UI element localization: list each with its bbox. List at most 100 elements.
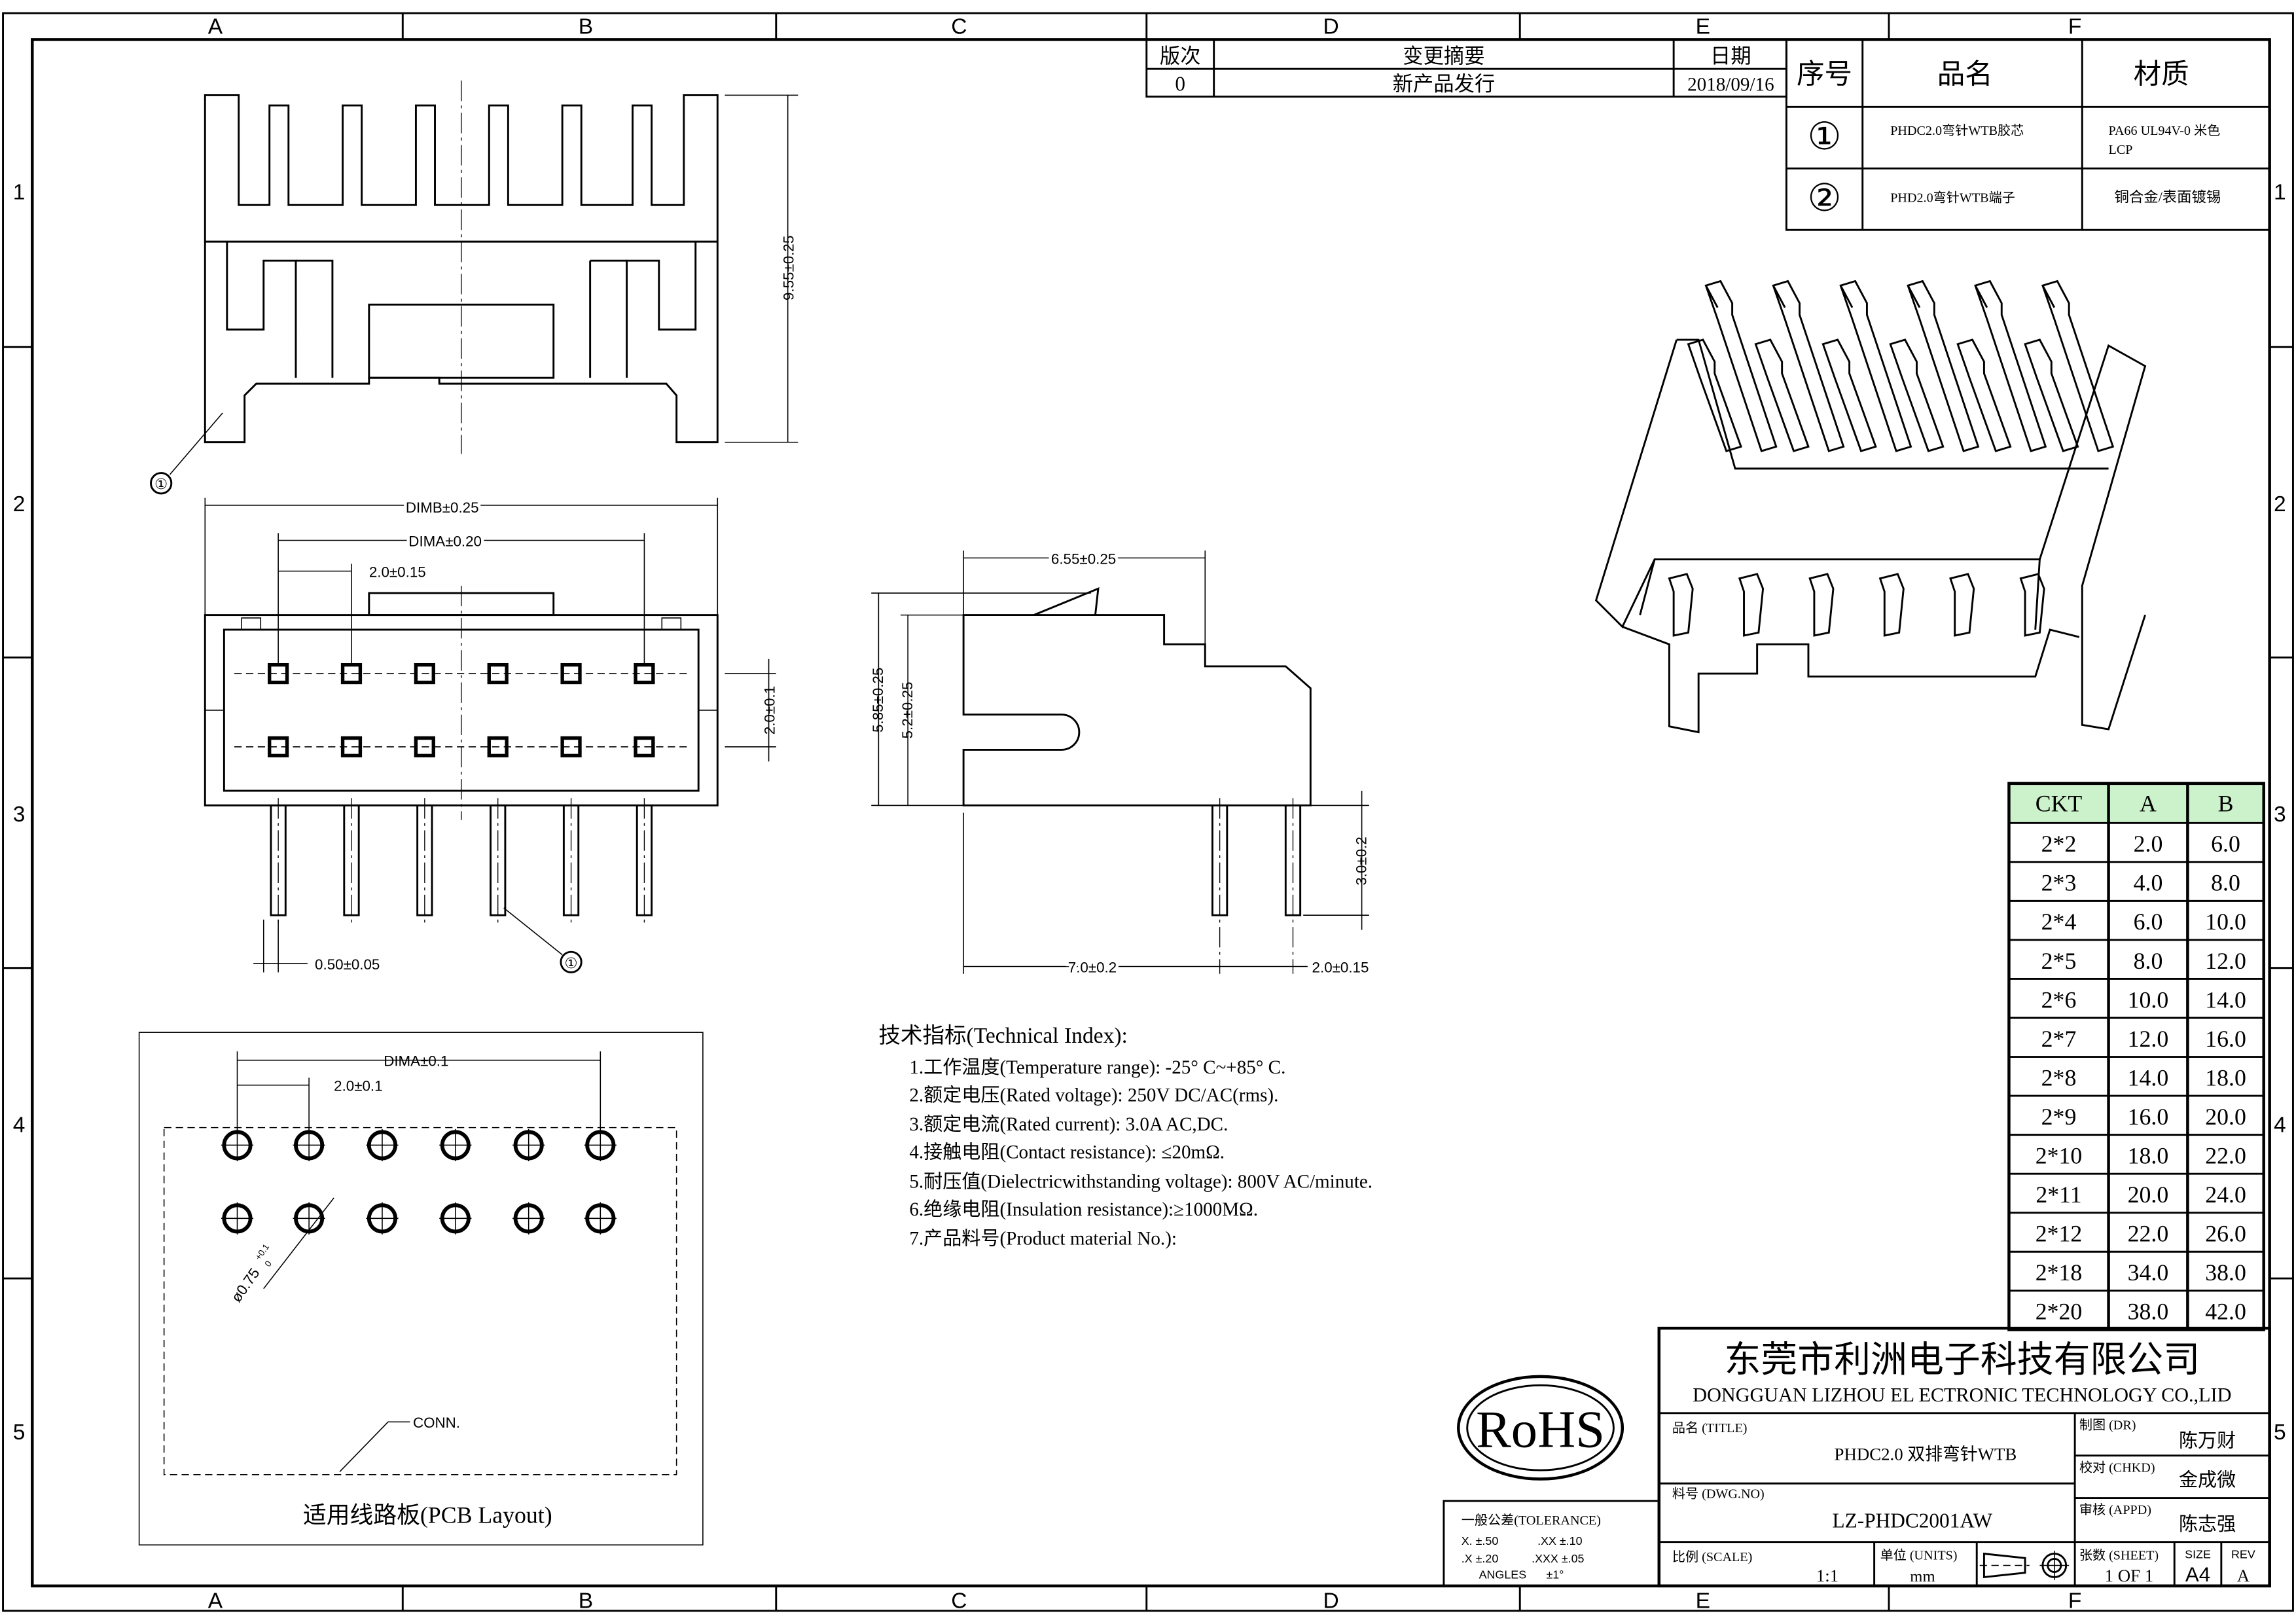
pin-square [487, 662, 509, 685]
dim-height: 9.55±0.25 [781, 236, 797, 300]
pin-grid [268, 662, 655, 926]
pcb-holes [221, 1128, 617, 1235]
iso-pin-bottom [1738, 573, 1765, 637]
row-label: 3 [2274, 803, 2286, 827]
part-name: PHD2.0弯针WTB端子 [1890, 190, 2015, 206]
tech-item: 6.绝缘电阻(Insulation resistance):≥1000MΩ. [909, 1199, 1258, 1220]
iso-pin-rear [1974, 280, 2047, 452]
ckt-cell: 14.0 [2205, 986, 2246, 1013]
company-name-en: DONGGUAN LIZHOU EL ECTRONIC TECHNOLOGY C… [1693, 1384, 2231, 1406]
dim-b: DIMB±0.25 [406, 499, 479, 516]
ckt-cell: 2*10 [2036, 1143, 2083, 1169]
part-number: ② [1807, 177, 1841, 219]
units-label: 单位 (UNITS) [1880, 1548, 1958, 1563]
ckt-cell: 20.0 [2128, 1182, 2169, 1208]
tolerance-title: 一般公差(TOLERANCE) [1462, 1513, 1601, 1528]
units-value: mm [1910, 1568, 1935, 1585]
pin-square [340, 736, 363, 758]
col-label: C [951, 14, 967, 39]
pin-square [560, 736, 582, 758]
tech-item: 5.耐压值(Dielectricwithstanding voltage): 8… [909, 1170, 1372, 1192]
iso-pin-bottom [2019, 573, 2045, 637]
col-label: A [208, 14, 223, 39]
ckt-cell: 4.0 [2134, 870, 2163, 896]
iso-pin-rear [2041, 280, 2115, 452]
row-label: 1 [2274, 180, 2286, 204]
ckt-cell: 16.0 [2205, 1026, 2246, 1052]
dim-base: 7.0±0.2 [1068, 959, 1117, 975]
iso-pin-front [1687, 338, 1742, 452]
tech-item: 7.产品料号(Product material No.): [909, 1228, 1177, 1250]
pin-square [634, 736, 655, 758]
dim-side-pitch: 2.0±0.15 [1312, 959, 1369, 975]
dim-pin-length: 3.0±0.2 [1353, 837, 1369, 885]
iso-pin-front [2024, 338, 2079, 452]
technical-index: 技术指标(Technical Index): 1.工作温度(Temperatur… [878, 1023, 1372, 1250]
parts-header: 序号 [1797, 60, 1852, 90]
ckt-cell: 20.0 [2205, 1104, 2246, 1130]
dim-pitch: 2.0±0.15 [369, 564, 426, 580]
pcb-hole [439, 1202, 472, 1235]
iso-pin-rear [1839, 280, 1912, 452]
iso-pin-bottom [1808, 573, 1835, 637]
iso-pin-rear [1704, 280, 1778, 452]
ckt-cell: 18.0 [2128, 1143, 2169, 1169]
ckt-header: CKT [2036, 790, 2083, 816]
size-value: A4 [2185, 1563, 2210, 1586]
iso-pin-rear [1907, 280, 1980, 452]
ckt-cell: 18.0 [2205, 1064, 2246, 1091]
rev-cell: 0 [1175, 73, 1185, 96]
part-material: LCP [2109, 143, 2133, 157]
company-name-cn: 东莞市利洲电子科技有限公司 [1724, 1340, 2200, 1380]
ckt-cell: 24.0 [2205, 1182, 2246, 1208]
ckt-cell: 10.0 [2205, 909, 2246, 935]
rohs-mark: RoHS [1457, 1375, 1624, 1481]
iso-pin-bottom [1949, 573, 1975, 637]
pin-square [487, 736, 509, 758]
ckt-cell: 38.0 [2128, 1299, 2169, 1325]
iso-pins [1668, 280, 2115, 637]
ckt-cell: 12.0 [2205, 948, 2246, 974]
row-label: 3 [13, 803, 26, 827]
parts-header: 品名 [1937, 60, 1993, 90]
rev-header: 变更摘要 [1403, 45, 1484, 67]
callout-1: ① [154, 476, 168, 492]
approved-by: 陈志强 [2179, 1513, 2236, 1535]
ckt-header: B [2218, 790, 2234, 816]
ckt-cell: 8.0 [2211, 870, 2240, 896]
col-label: A [208, 1589, 223, 1613]
ckt-cell: 22.0 [2205, 1143, 2246, 1169]
ckt-cell: 42.0 [2205, 1299, 2246, 1325]
ckt-cell: 2.0 [2134, 831, 2163, 857]
front-view: DIMB±0.25 DIMA±0.20 2.0±0.15 2.0±0.1 0.5… [204, 497, 778, 973]
rev-value: A [2237, 1566, 2250, 1585]
projection-symbol-icon [1979, 1551, 2070, 1580]
ckt-cell: 2*12 [2036, 1221, 2083, 1247]
checked-by: 金成微 [2179, 1470, 2236, 1491]
scale-value: 1:1 [1816, 1566, 1839, 1585]
col-label: E [1696, 1589, 1710, 1613]
ckt-cell: 2*20 [2036, 1299, 2083, 1325]
side-view: 6.55±0.25 5.85±0.25 5.2±0.25 3.0±0.2 7.0… [870, 548, 1369, 979]
col-label: D [1323, 1589, 1339, 1613]
title-label: 品名 (TITLE) [1672, 1420, 1748, 1435]
pcb-hole-tol: 0 [262, 1259, 274, 1269]
ckt-cell: 22.0 [2128, 1221, 2169, 1247]
tolerance-value: .XX ±.10 [1537, 1534, 1582, 1547]
pcb-hole-dim: ø0.75 [228, 1265, 262, 1305]
pcb-hole [439, 1128, 472, 1162]
ckt-cell: 12.0 [2128, 1026, 2169, 1052]
size-label: SIZE [2185, 1547, 2211, 1561]
dwg-label: 料号 (DWG.NO) [1672, 1487, 1765, 1502]
tech-item: 2.额定电压(Rated voltage): 250V DC/AC(rms). [909, 1084, 1278, 1106]
rohs-label: RoHS [1476, 1400, 1605, 1458]
row-label: 2 [13, 492, 26, 516]
ckt-cell: 2*3 [2041, 870, 2077, 896]
pcb-hole [293, 1202, 325, 1235]
pcb-hole [221, 1128, 254, 1162]
rev-header: 日期 [1710, 45, 1751, 67]
dim-height-2: 5.2±0.25 [899, 682, 916, 739]
tech-item: 4.接触电阻(Contact resistance): ≤20mΩ. [909, 1142, 1225, 1163]
col-label: B [579, 14, 593, 39]
